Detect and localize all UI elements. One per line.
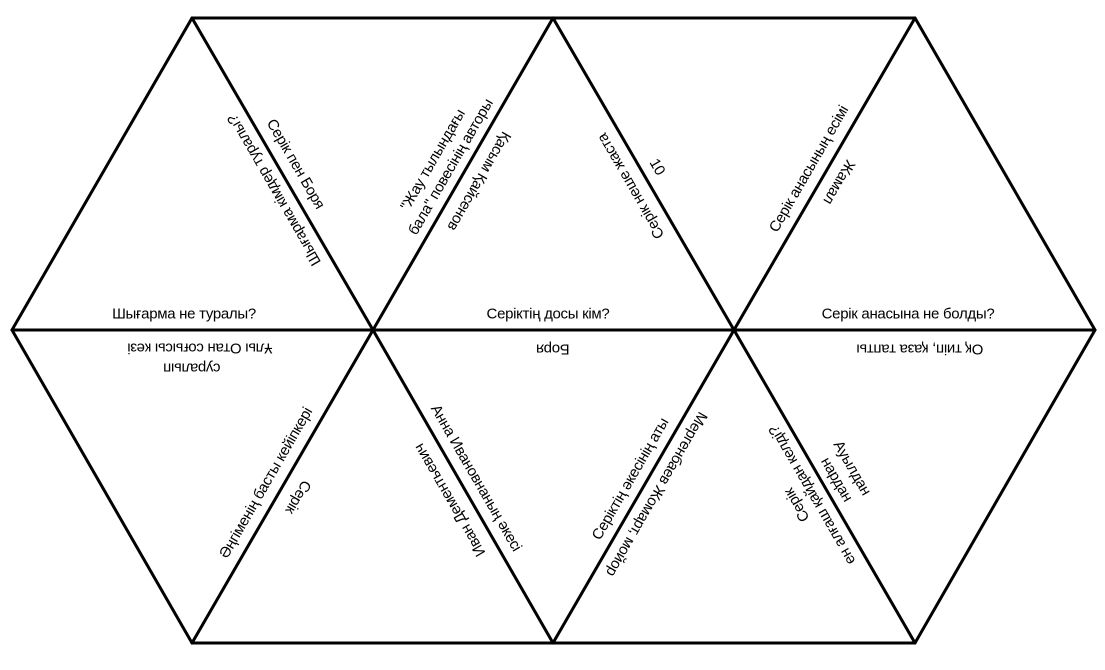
edge-line-10 <box>551 328 736 645</box>
answer-label-line1: Ұлы Отан соғысы кезі <box>128 340 273 357</box>
edge-line-8 <box>190 328 375 645</box>
edge-labels: Серік пен Боря Шығарма кімдер туралы? "Ж… <box>112 96 995 579</box>
answer-label: Серік <box>281 477 314 517</box>
answer-label: 10 <box>646 156 669 178</box>
question-label: Серік анасына не болды? <box>822 306 995 323</box>
edge-line-3 <box>551 16 736 332</box>
answer-label: Оқ тиіп, қаза тапты <box>857 341 984 358</box>
edge-line-2 <box>371 16 555 332</box>
question-label: Серіктің досы кім? <box>487 306 610 323</box>
edge-line-1 <box>190 16 375 332</box>
edge-line-9 <box>371 328 555 645</box>
question-label: Шығарма не туралы? <box>112 306 256 323</box>
answer-label: Боря <box>536 341 569 358</box>
answer-label: Иван Дементьевич <box>411 441 489 560</box>
answer-label-line2: суралып <box>163 360 220 377</box>
answer-label: Жамал <box>820 157 859 207</box>
grid-lines <box>10 16 1097 645</box>
edge-line-4 <box>732 16 917 332</box>
question-label: Серік неше жаста <box>593 129 668 241</box>
edge-line-11 <box>732 328 917 645</box>
